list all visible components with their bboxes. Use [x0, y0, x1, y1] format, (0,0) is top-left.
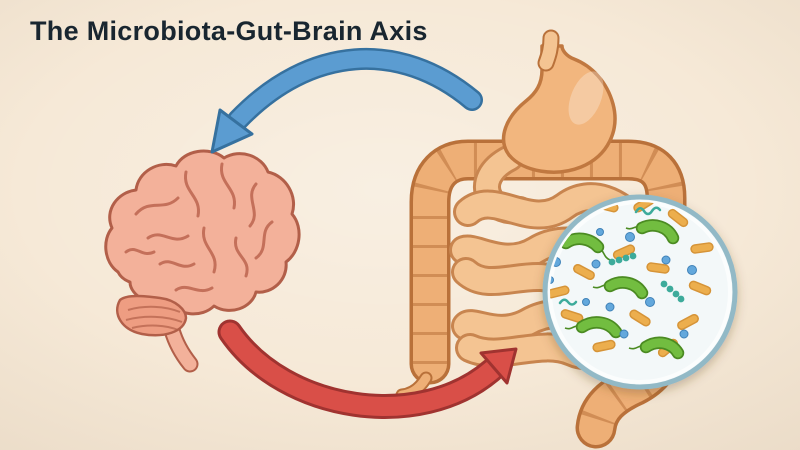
esophagus — [537, 29, 560, 72]
brain-illustration — [104, 149, 301, 373]
stomach — [501, 44, 617, 174]
brain-to-gut-arrow — [217, 319, 518, 419]
brain-gyri-lines — [124, 162, 274, 293]
gut-to-brain-arrow — [210, 48, 483, 154]
brain-stem — [163, 321, 199, 373]
large-intestine — [409, 139, 687, 449]
blue-arrowhead — [210, 108, 254, 154]
green-bacteria-group — [550, 219, 685, 360]
diagram-title: The Microbiota-Gut-Brain Axis — [30, 16, 428, 46]
cerebellum — [116, 294, 188, 337]
red-arrowhead — [479, 347, 518, 385]
microbiota-magnified-view — [542, 194, 738, 390]
stomach-highlight — [568, 71, 604, 125]
teal-bacteria-group — [558, 206, 685, 306]
